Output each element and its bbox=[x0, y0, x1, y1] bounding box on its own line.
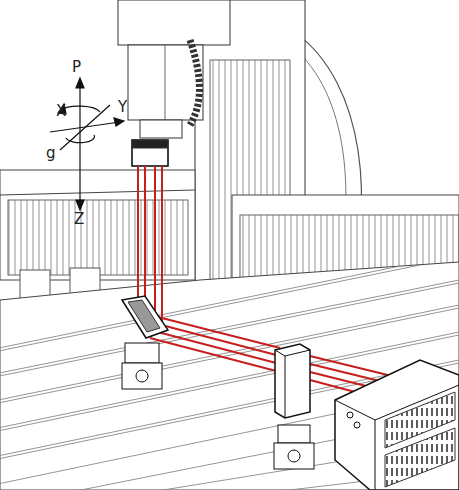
axis-label: Z bbox=[74, 212, 84, 227]
axis-label: X bbox=[56, 104, 66, 119]
axis-label: Y bbox=[118, 100, 127, 115]
axis-label: g bbox=[46, 146, 56, 161]
axis-label: P bbox=[72, 60, 81, 75]
